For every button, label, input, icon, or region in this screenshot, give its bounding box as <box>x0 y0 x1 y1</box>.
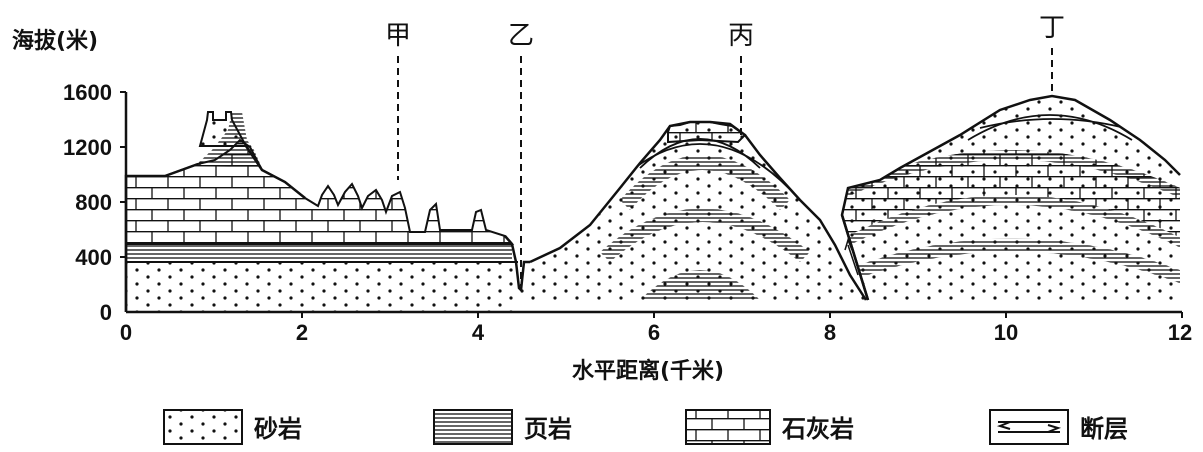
y-tick-label: 0 <box>100 300 112 325</box>
sandstone-swatch <box>163 409 243 445</box>
y-axis-title: 海拔(米) <box>12 28 98 54</box>
legend-label: 断层 <box>1080 415 1128 443</box>
x-tick-label: 6 <box>648 320 660 345</box>
x-tick-label: 4 <box>472 320 485 345</box>
x-tick-label: 2 <box>296 320 308 345</box>
y-tick-label: 800 <box>75 190 112 215</box>
legend-label: 页岩 <box>524 415 572 443</box>
anticline-block <box>518 120 868 301</box>
left-sandstone-layer <box>126 262 518 312</box>
mesa-sandstone-cap <box>198 111 248 147</box>
valley-yi <box>504 235 530 293</box>
left-rock-block <box>124 111 518 312</box>
legend-item-shale: 页岩 <box>433 409 572 445</box>
legend-label: 砂岩 <box>254 415 302 443</box>
right-rock-block <box>840 94 1181 301</box>
fault-arrow-left-icon <box>996 421 1011 430</box>
x-tick-label: 8 <box>824 320 836 345</box>
x-tick-label: 12 <box>1168 320 1192 345</box>
left-shale-layer <box>126 244 512 262</box>
x-tick-label: 0 <box>120 320 132 345</box>
location-label-yi: 乙 <box>508 21 534 51</box>
x-axis-title: 水平距离(千米) <box>572 358 724 384</box>
limestone-swatch <box>685 409 771 445</box>
left-limestone-layer <box>125 138 515 245</box>
location-label-bing: 丙 <box>728 21 754 51</box>
legend-item-sandstone: 砂岩 <box>163 409 302 445</box>
legend-item-fault: 断层 <box>989 409 1128 445</box>
fault-arrow-right-icon <box>1047 424 1062 433</box>
location-label-ding: 丁 <box>1039 13 1065 43</box>
shale-swatch <box>433 409 513 445</box>
y-tick-label: 400 <box>75 245 112 270</box>
legend-label: 石灰岩 <box>781 415 854 443</box>
y-tick-label: 1600 <box>63 80 112 105</box>
legend-item-limestone: 石灰岩 <box>685 409 854 445</box>
legend: 砂岩 页岩 石灰岩 断层 <box>163 409 1128 445</box>
location-markers: 甲 乙 丙 丁 <box>385 13 1065 286</box>
x-tick-label: 10 <box>994 320 1018 345</box>
axes: 海拔(米) 1600 1200 800 400 0 0 2 4 6 8 10 1… <box>12 28 1192 384</box>
y-tick-label: 1200 <box>63 135 112 160</box>
location-label-jia: 甲 <box>385 21 411 51</box>
